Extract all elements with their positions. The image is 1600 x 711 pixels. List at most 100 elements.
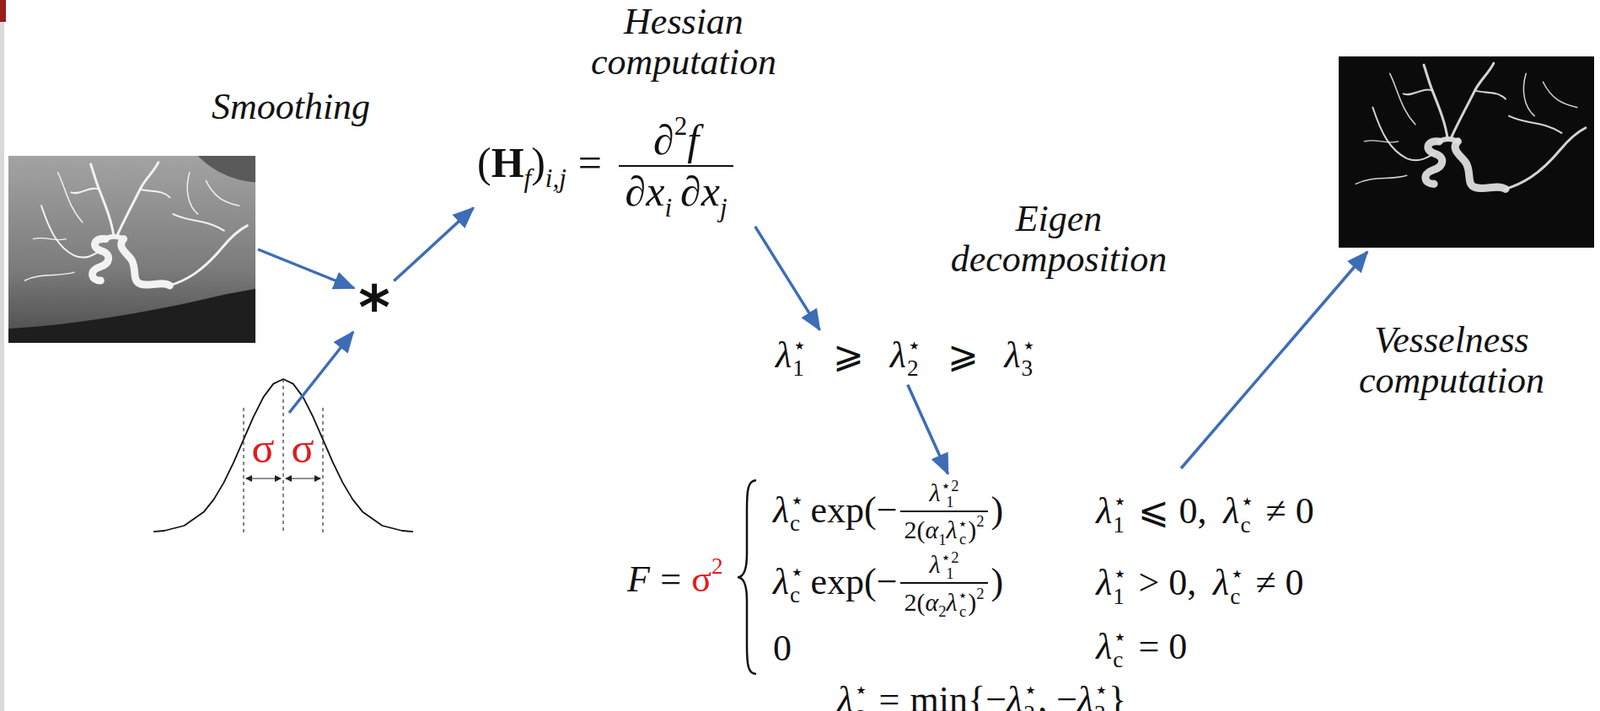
subscript: c bbox=[789, 584, 805, 607]
formula-term: ⩾ bbox=[947, 334, 979, 376]
superscript: ⋆ bbox=[957, 516, 968, 533]
sigma-guide bbox=[322, 408, 323, 533]
formula-term: c bbox=[1112, 647, 1123, 673]
subscript: 1 bbox=[792, 357, 807, 381]
formula-term: F bbox=[627, 558, 650, 601]
formula-term: ⋆ bbox=[1094, 677, 1109, 704]
vessel-tree bbox=[1355, 63, 1586, 189]
script-stack: ⋆c bbox=[1112, 626, 1128, 673]
formula-term: f bbox=[524, 163, 532, 194]
formula-term: 2 bbox=[1023, 701, 1036, 711]
formula-term: ⋆ bbox=[1021, 332, 1037, 359]
formula-node: λ⋆1⩾λ⋆2⩾λ⋆3 bbox=[775, 334, 1037, 382]
formula-term: i,j bbox=[545, 163, 567, 194]
formula-term: c bbox=[1240, 512, 1251, 538]
script-stack: ⋆1 bbox=[1112, 490, 1128, 537]
formula-term: ⋆ bbox=[1023, 677, 1038, 704]
formula-term: ) bbox=[967, 515, 977, 544]
formula-term: 2( bbox=[904, 515, 926, 544]
formula-term: ∂ bbox=[625, 167, 647, 215]
formula-term: λ bbox=[837, 679, 854, 711]
formula-term: 1 bbox=[945, 564, 954, 583]
formula-term: c bbox=[789, 582, 800, 608]
formula-term: ⋆2 bbox=[940, 548, 959, 567]
script-stack: ⋆c bbox=[1229, 563, 1245, 610]
formula-term: ) bbox=[990, 489, 1004, 532]
subscript: 1 bbox=[938, 531, 946, 549]
formula-term: λ bbox=[890, 334, 907, 376]
formula-term: } bbox=[1108, 679, 1127, 711]
formula-term: ⩽ 0, bbox=[1138, 490, 1207, 532]
output-image bbox=[1338, 56, 1595, 248]
sigma-span bbox=[246, 478, 281, 480]
gaussian-curve bbox=[153, 379, 414, 532]
formula-term: ⋆ bbox=[957, 515, 968, 533]
script-stack: ⋆2 bbox=[1023, 679, 1038, 711]
script-stack: ⋆3 bbox=[1094, 679, 1109, 711]
flow-arrow bbox=[755, 226, 821, 331]
formula-term: λ bbox=[1095, 626, 1112, 668]
superscript: ⋆ bbox=[1023, 679, 1038, 703]
formula-line: Hessian computation bbox=[590, 1, 777, 83]
formula-term: 0 bbox=[773, 628, 792, 670]
subscript: 1 bbox=[940, 566, 959, 583]
formula-term: λ bbox=[1223, 490, 1240, 532]
formula-node: Hessian computation(Hf)i,j=∂2f∂xi∂xj bbox=[477, 1, 777, 223]
formula-term: c bbox=[1229, 584, 1241, 610]
superscript: ⋆ bbox=[1240, 490, 1255, 514]
formula-term: 3 bbox=[1021, 355, 1034, 382]
formula-term: λ bbox=[929, 478, 941, 507]
superscript: 2 bbox=[976, 512, 984, 531]
denominator: 2(α2λ⋆c)2 bbox=[900, 584, 988, 621]
image-ground bbox=[8, 155, 256, 344]
formula-term: = 0 bbox=[1138, 626, 1187, 668]
formula-term: ⋆ bbox=[853, 677, 869, 704]
formula-term: 3 bbox=[1094, 701, 1107, 711]
input-image bbox=[8, 155, 256, 344]
formula-term: = bbox=[878, 679, 900, 711]
formula-term: λ bbox=[945, 588, 957, 617]
case-grid: λ⋆cexp(−λ⋆212(α1λ⋆c)2)λ⋆1⩽ 0,λ⋆c≠ 0λ⋆cex… bbox=[773, 478, 1315, 677]
subscript: i bbox=[664, 193, 672, 223]
script-stack: ⋆1 bbox=[792, 334, 807, 382]
superscript: ⋆ bbox=[789, 561, 805, 585]
case-block: λ⋆cexp(−λ⋆212(α1λ⋆c)2)λ⋆1⩽ 0,λ⋆c≠ 0λ⋆cex… bbox=[734, 478, 1315, 677]
superscript: ⋆ bbox=[1112, 626, 1128, 650]
formula-term: = bbox=[660, 558, 682, 601]
superscript: 2 bbox=[976, 585, 984, 603]
formula-term: x bbox=[645, 167, 665, 215]
case-value: 0 bbox=[773, 628, 1004, 672]
formula-term: x bbox=[701, 167, 720, 215]
subscript: 2 bbox=[907, 357, 922, 381]
superscript: ⋆2 bbox=[940, 550, 959, 567]
formula-term: 2 bbox=[907, 355, 919, 382]
formula-term: λ bbox=[1213, 562, 1230, 604]
denominator: 2(α1λ⋆c)2 bbox=[900, 512, 988, 549]
subscript: c bbox=[853, 703, 869, 711]
formula-term: λ bbox=[773, 561, 790, 603]
sigma-span bbox=[285, 478, 321, 480]
formula-line: F=σ2λ⋆cexp(−λ⋆212(α1λ⋆c)2)λ⋆1⩽ 0,λ⋆c≠ 0λ… bbox=[627, 478, 1315, 677]
superscript: 2 bbox=[711, 553, 724, 580]
case-condition: λ⋆c= 0 bbox=[1095, 626, 1315, 673]
script-stack: ⋆21 bbox=[940, 550, 959, 582]
image-shadow bbox=[198, 155, 256, 183]
superscript: 2 bbox=[674, 111, 688, 141]
formula-term: ( bbox=[477, 139, 492, 187]
subscript: c bbox=[1112, 649, 1128, 672]
formula-line: λ⋆c=min{−λ⋆2, −λ⋆3} bbox=[627, 679, 1315, 711]
image-shadow bbox=[8, 289, 256, 344]
subscript: 1 bbox=[940, 494, 959, 511]
formula-term: ⋆ bbox=[789, 488, 805, 514]
formula-term: ⋆ bbox=[1240, 488, 1255, 515]
formula-term: λ bbox=[929, 550, 941, 579]
case-value: λ⋆cexp(−λ⋆212(α2λ⋆c)2) bbox=[773, 550, 1004, 621]
formula-term: H bbox=[491, 139, 525, 187]
sigma-label: σ bbox=[291, 427, 315, 470]
flow-arrow bbox=[257, 249, 355, 289]
formula-term: ⋆ bbox=[1112, 624, 1128, 650]
formula-term: exp(− bbox=[810, 489, 898, 532]
formula-node: F=σ2λ⋆cexp(−λ⋆212(α1λ⋆c)2)λ⋆1⩽ 0,λ⋆c≠ 0λ… bbox=[627, 478, 1315, 711]
formula-term: ) bbox=[967, 588, 977, 617]
numerator: ∂2f bbox=[618, 112, 734, 167]
